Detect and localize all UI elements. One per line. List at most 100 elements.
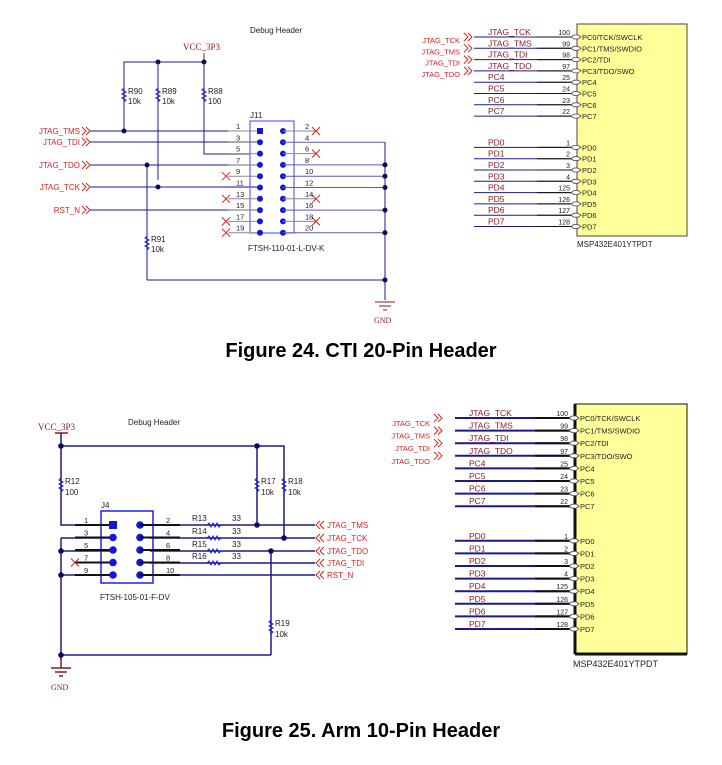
resistor-r16-symbol xyxy=(206,559,222,567)
mcu-pin-name: PC0/TCK/SWCLK xyxy=(582,33,642,42)
mcu-pin-name: PC1/TMS/SWDIO xyxy=(580,427,640,436)
pin-number: 7 xyxy=(236,156,240,165)
mcu-net-name: PD4 xyxy=(488,183,505,193)
bidir-pin-icon xyxy=(568,563,580,569)
mcu-net-name: JTAG_TDI xyxy=(488,50,528,60)
mcu-pin-number: 127 xyxy=(556,609,568,616)
offpage-connector-icon xyxy=(463,55,473,64)
r19-ref: R19 xyxy=(275,619,290,628)
mcu-pin-name: PD5 xyxy=(582,200,597,209)
fig24-junction xyxy=(144,162,150,168)
mcu-pin-name: PC2/TDI xyxy=(582,56,611,65)
mcu-pin-name: PC5 xyxy=(580,477,595,486)
r15-value: 33 xyxy=(232,540,241,549)
bidir-pin-icon xyxy=(570,212,582,218)
offpage-connector-icon xyxy=(315,570,325,580)
mcu-pin-name: PD0 xyxy=(582,143,597,152)
mcu-pin-number: 25 xyxy=(562,75,570,82)
mcu-pin-number: 4 xyxy=(564,572,568,579)
mcu-input-net-label: JTAG_TMS xyxy=(421,47,460,56)
mcu-net-name: PD4 xyxy=(469,581,486,591)
j4-part: FTSH-105-01-F-DV xyxy=(100,593,170,602)
mcu-pin-name: PD4 xyxy=(580,587,595,596)
fig25-block-title: Debug Header xyxy=(128,418,180,427)
r14-value: 33 xyxy=(232,527,241,536)
fig25-net-rst-n: RST_N xyxy=(327,571,353,580)
fig24-wire xyxy=(203,62,250,155)
bidir-pin-icon xyxy=(568,440,580,446)
bidir-pin-icon xyxy=(570,91,582,96)
pin-number: 17 xyxy=(236,212,244,221)
mcu-input-net-label: JTAG_TMS xyxy=(391,432,430,441)
figure24-schematic: Debug Header VCC_3P3 R90 10k R89 10k R88… xyxy=(39,23,688,325)
mcu-pin-number: 3 xyxy=(566,163,570,170)
fig25-junction xyxy=(58,652,64,658)
mcu-pin-number: 100 xyxy=(556,411,568,418)
mcu-input-net-label: JTAG_TDO xyxy=(391,457,430,466)
mcu-net-name: PC6 xyxy=(488,95,505,105)
offpage-connector-icon xyxy=(463,66,473,76)
junction xyxy=(382,230,388,236)
pin-dot xyxy=(257,173,263,180)
mcu-net-name: JTAG_TCK xyxy=(488,27,531,37)
pin-number: 2 xyxy=(305,122,309,131)
mcu-pin-number: 24 xyxy=(562,87,570,94)
junction xyxy=(382,173,388,179)
mcu-pin-name: PC5 xyxy=(582,90,597,99)
mcu-pin-name: PD7 xyxy=(580,625,595,634)
resistor-r91-symbol xyxy=(143,235,151,251)
bidir-pin-icon xyxy=(568,576,580,581)
mcu-net-name: PD0 xyxy=(469,531,486,541)
pin-number: 6 xyxy=(305,145,309,154)
pin-dot xyxy=(257,218,263,225)
r88-value: 100 xyxy=(208,97,222,106)
pin-number: 19 xyxy=(236,224,244,233)
mcu-input-net-label: JTAG_TCK xyxy=(422,36,460,45)
mcu-net-name: PD6 xyxy=(469,606,486,616)
pin-dot xyxy=(257,139,263,146)
r13-ref: R13 xyxy=(192,514,207,523)
bidir-pin-icon xyxy=(570,113,582,119)
mcu-net-name: PD0 xyxy=(488,137,505,147)
mcu-net-name: PC7 xyxy=(469,496,486,506)
ground-icon xyxy=(51,658,71,677)
mcu-net-name: JTAG_TDO xyxy=(469,446,513,456)
mcu-input-net-label: JTAG_TCK xyxy=(392,419,430,428)
no-connect-icon xyxy=(311,194,321,204)
offpage-connector-icon xyxy=(81,137,91,147)
bidir-pin-icon xyxy=(568,466,580,471)
mcu-net-name: PD1 xyxy=(488,149,505,159)
pin-number: 4 xyxy=(305,133,309,142)
figure25-caption: Figure 25. Arm 10-Pin Header xyxy=(221,720,501,742)
mcu-input-net-label: JTAG_TDI xyxy=(425,59,460,68)
pin-number: 8 xyxy=(166,554,170,563)
mcu-pin-number: 2 xyxy=(564,546,568,553)
fig24-junction xyxy=(382,277,388,283)
fig25-ground-label: GND xyxy=(51,683,69,692)
r89-value: 10k xyxy=(162,97,176,106)
fig24-net-jtag-tms: JTAG_TMS xyxy=(39,127,80,136)
bidir-pin-icon xyxy=(570,79,582,85)
r12-ref: R12 xyxy=(65,477,80,486)
ground-icon xyxy=(375,301,395,311)
resistor-r18-symbol xyxy=(280,477,288,493)
mcu-pin-number: 97 xyxy=(560,449,568,456)
bidir-pin-icon xyxy=(568,478,580,484)
mcu-net-name: JTAG_TDI xyxy=(469,433,509,443)
mcu-pin-name: PC0/TCK/SWCLK xyxy=(580,414,640,423)
junction xyxy=(382,207,388,213)
mcu-pin-name: PD3 xyxy=(580,575,595,584)
r90-value: 10k xyxy=(128,97,142,106)
mcu-pin-number: 22 xyxy=(560,499,568,506)
bidir-pin-icon xyxy=(568,453,580,459)
resistor-r89-symbol xyxy=(154,87,162,103)
r18-ref: R18 xyxy=(288,477,303,486)
mcu-pin-number: 127 xyxy=(558,208,570,215)
mcu-input-net-label: JTAG_TDI xyxy=(395,444,430,453)
no-connect-icon xyxy=(221,228,231,238)
pin-number: 1 xyxy=(84,516,88,525)
fig25-net-jtag-tdi: JTAG_TDI xyxy=(327,559,364,568)
